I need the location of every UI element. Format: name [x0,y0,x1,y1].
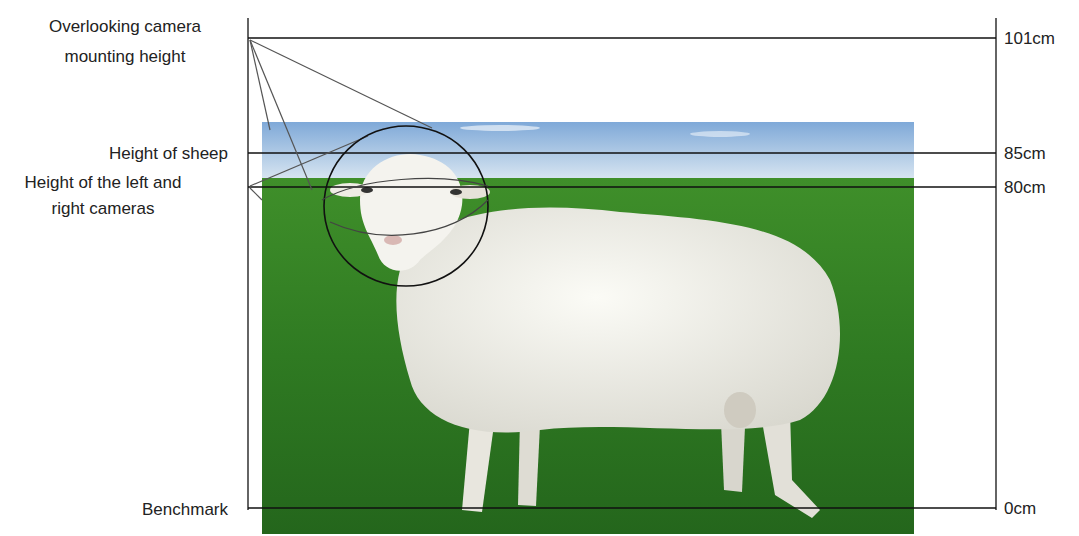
dimension-value: 101cm [1004,28,1055,49]
dimension-value: 0cm [1004,498,1036,519]
camera-height-label: Overlooking camera mounting height [22,12,228,72]
measure-lines [248,18,996,510]
dimension-value: 85cm [1004,143,1046,164]
camera-view-lines [250,40,488,286]
dimension-value: 80cm [1004,177,1046,198]
sheep-height-label: Height of sheep [109,143,228,164]
sheep-photo [262,122,914,534]
side-camera-label: Height of the left and right cameras [8,170,198,222]
benchmark-label: Benchmark [142,499,228,520]
